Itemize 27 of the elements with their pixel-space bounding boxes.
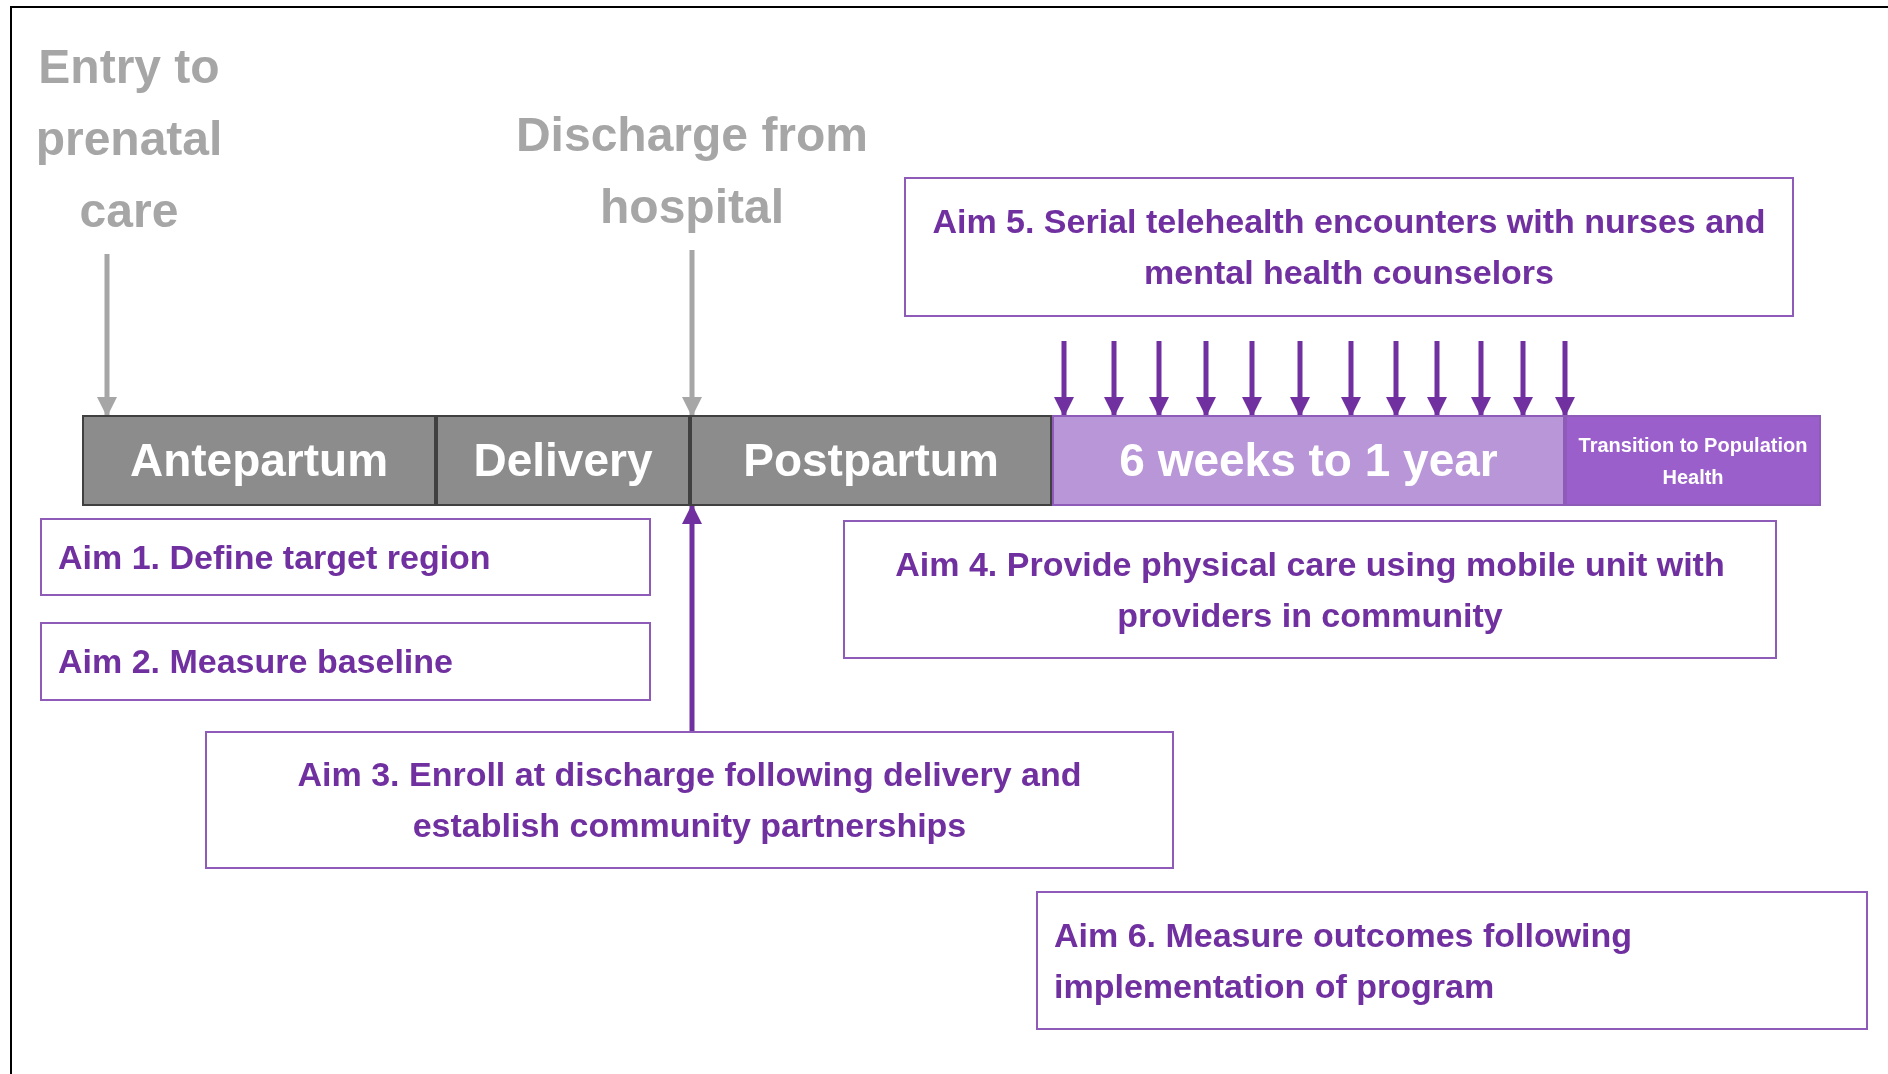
aim-box: Aim 1. Define target region	[40, 518, 651, 596]
phase-box: Delivery	[436, 415, 690, 506]
aim-box: Aim 6. Measure outcomes following implementation of program	[1036, 891, 1868, 1030]
arrow	[682, 504, 702, 731]
phase-box: Postpartum	[690, 415, 1052, 506]
phase-box: 6 weeks to 1 year	[1052, 415, 1565, 506]
arrow	[1555, 341, 1575, 417]
aim-box: Aim 5. Serial telehealth encounters with nurses and mental health counselors	[904, 177, 1794, 317]
milestone-label: Entry to prenatal care	[14, 28, 244, 250]
arrow	[1242, 341, 1262, 417]
arrow	[1104, 341, 1124, 417]
arrow	[682, 250, 702, 417]
phase-box: Transition to Population Health	[1565, 415, 1821, 506]
arrow	[1149, 341, 1169, 417]
aim-box: Aim 4. Provide physical care using mobile unit with providers in community	[843, 520, 1777, 659]
arrow	[1471, 341, 1491, 417]
arrow	[1427, 341, 1447, 417]
arrow	[1341, 341, 1361, 417]
phase-box: Antepartum	[82, 415, 436, 506]
aim-box: Aim 3. Enroll at discharge following delivery and establish community partnerships	[205, 731, 1174, 869]
aim-box: Aim 2. Measure baseline	[40, 622, 651, 701]
arrow	[1196, 341, 1216, 417]
arrow	[1386, 341, 1406, 417]
arrow	[1054, 341, 1074, 417]
arrow	[1513, 341, 1533, 417]
arrow	[97, 254, 117, 417]
arrow	[1290, 341, 1310, 417]
